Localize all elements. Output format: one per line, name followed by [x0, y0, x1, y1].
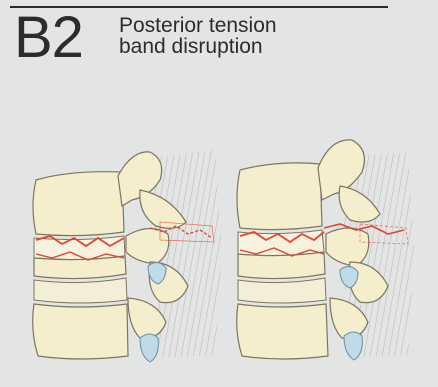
spine-panel-left [33, 150, 222, 362]
vertebral-body-lower-left [33, 304, 128, 359]
disc-lower-left [34, 278, 127, 303]
vertebral-body-middle-left [34, 256, 126, 279]
vertebral-body-middle-right [238, 252, 325, 279]
facet-cartilage-lower-left [140, 334, 158, 362]
spine-panel-right [237, 140, 414, 360]
vertebral-body-upper-left [33, 172, 124, 236]
facet-middle-right [326, 228, 369, 266]
facet-middle-left [126, 228, 169, 264]
disc-lower-right [238, 278, 326, 303]
vertebral-body-upper-right [237, 163, 322, 230]
vertebral-body-lower-right [237, 304, 328, 359]
